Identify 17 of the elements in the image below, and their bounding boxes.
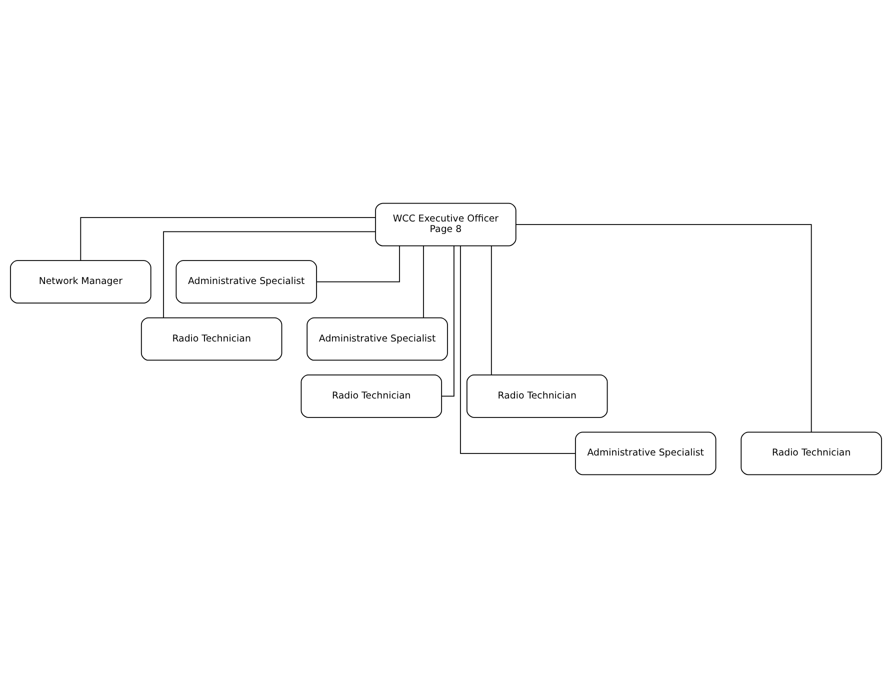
node-box: WCC Executive Officer Page 8: [375, 202, 516, 246]
node-box: Radio Technician: [740, 432, 882, 476]
node-box: Radio Technician: [140, 317, 282, 361]
connector: [490, 246, 492, 376]
connector: [460, 245, 576, 454]
node-box: Radio Technician: [300, 374, 442, 418]
node-box: Administrative Specialist: [575, 432, 716, 476]
node-box: Administrative Specialist: [306, 317, 448, 361]
node-box: Radio Technician: [466, 374, 608, 418]
connector: [516, 224, 812, 433]
connector: [441, 246, 454, 397]
connector: [316, 245, 400, 282]
connector: [163, 231, 376, 318]
connector: [423, 245, 424, 318]
node-box: Administrative Specialist: [176, 260, 317, 304]
node-box: Network Manager: [10, 260, 152, 304]
connector: [80, 217, 376, 261]
